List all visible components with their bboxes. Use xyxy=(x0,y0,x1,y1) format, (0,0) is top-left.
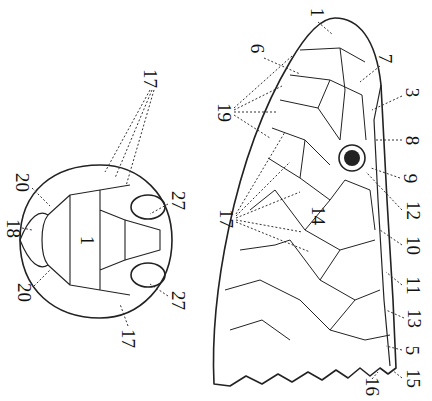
callout-number: 18 xyxy=(4,219,23,238)
callout-number: 17 xyxy=(119,329,138,348)
callout-number: 20 xyxy=(15,283,34,302)
callout-number: 10 xyxy=(404,236,423,255)
callout-number: 3 xyxy=(404,87,423,97)
callout-number: 12 xyxy=(404,201,423,220)
callout-number: 9 xyxy=(402,173,421,183)
callout-number: 20 xyxy=(13,173,32,192)
callout-number: 14 xyxy=(309,206,328,225)
callout-number: 11 xyxy=(403,276,422,294)
callout-number: 27 xyxy=(169,191,188,210)
callout-number: 1 xyxy=(79,235,98,245)
callout-number: 5 xyxy=(404,345,423,355)
callout-number: 27 xyxy=(169,291,188,310)
callout-number: 16 xyxy=(363,377,382,396)
callout-number: 13 xyxy=(405,309,424,328)
callout-number: 17 xyxy=(217,209,236,228)
callout-number: 8 xyxy=(404,135,423,145)
callout-number: 7 xyxy=(377,53,396,63)
callout-number: 17 xyxy=(141,69,160,88)
callout-number: 1 xyxy=(309,7,328,17)
callout-number: 6 xyxy=(249,43,268,53)
callout-number: 19 xyxy=(215,103,234,122)
callout-number: 15 xyxy=(404,369,423,388)
